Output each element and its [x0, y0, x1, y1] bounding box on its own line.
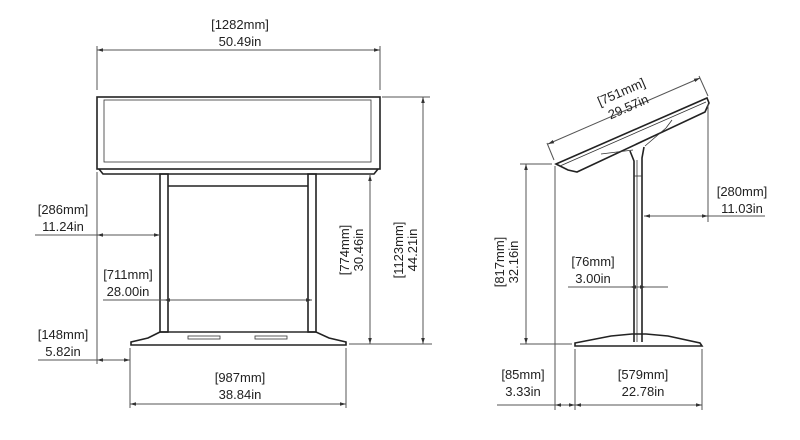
overall-width-mm: [1282mm] [211, 17, 269, 32]
overall-width-in: 50.49in [219, 34, 262, 49]
panel-overhang-mm: [280mm] [717, 184, 768, 199]
panel-setback-in: 3.33in [505, 384, 540, 399]
panel-overhang-in: 11.03in [721, 201, 763, 216]
side-view: [751mm] 29.57in [280mm] 11.03in [76mm] 3… [492, 75, 767, 410]
kiosk-side-outline [554, 96, 710, 347]
screen-bottom-height-in: 30.46in [351, 229, 366, 272]
panel-low-height-mm: [817mm] [492, 237, 507, 288]
leg-span-mm: [711mm] [103, 267, 153, 282]
panel-low-height-in: 32.16in [506, 241, 521, 284]
base-depth-mm: [579mm] [618, 367, 669, 382]
overall-height-mm: [1123mm] [391, 222, 406, 279]
base-width-mm: [987mm] [215, 370, 266, 385]
screen-offset-mm: [286mm] [38, 202, 89, 217]
front-view: [1282mm] 50.49in [286mm] 11.24in [711mm]… [35, 17, 432, 408]
base-offset-mm: [148mm] [38, 327, 89, 342]
post-depth-in: 3.00in [575, 271, 610, 286]
overall-height-in: 44.21in [405, 229, 420, 272]
screen-bottom-height-mm: [774mm] [337, 225, 352, 276]
post-depth-mm: [76mm] [571, 254, 614, 269]
kiosk-front-outline [96, 96, 381, 346]
base-offset-in: 5.82in [45, 344, 80, 359]
panel-setback-mm: [85mm] [501, 367, 544, 382]
base-depth-in: 22.78in [622, 384, 665, 399]
screen-offset-in: 11.24in [42, 219, 84, 234]
base-width-in: 38.84in [219, 387, 262, 402]
leg-span-in: 28.00in [107, 284, 150, 299]
